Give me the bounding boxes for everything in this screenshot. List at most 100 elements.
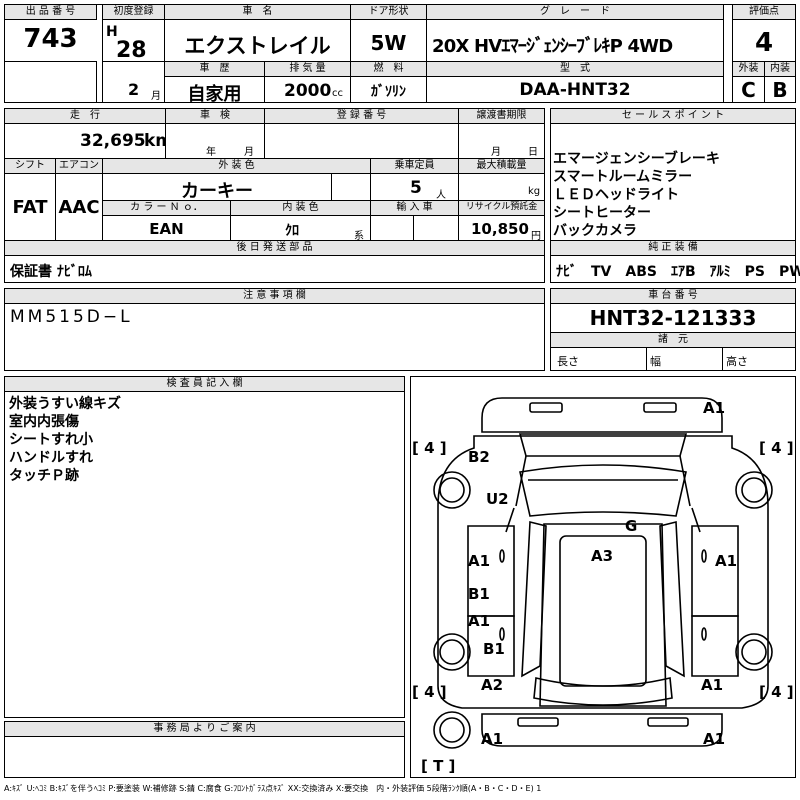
first-reg-month: 2 [128, 80, 140, 99]
interior-cell [764, 76, 796, 103]
max-load-cell [458, 173, 545, 201]
sales-point-item: ＬＥＤヘッドライト [553, 187, 679, 203]
grade-label: グ レ ー ド [426, 4, 724, 20]
fuel: ｶﾞｿﾘﾝ [371, 84, 406, 100]
damage-left-rear-door-lower: A1 [468, 612, 491, 630]
kei-unit: 系 [354, 231, 364, 242]
inspector-notes-list: 外装うすい線キズ 室内内張傷 シートすれ小 ハンドルすれ タッチＰ跡 [9, 395, 121, 485]
color-no-label: カ ラ ー Ｎ ｏ． [102, 200, 231, 216]
color-no: EAN [149, 220, 184, 238]
kg-unit: kg [528, 186, 541, 197]
lot-no-label: 出 品 番 号 [4, 4, 97, 20]
ext-color: カーキー [181, 181, 253, 202]
fuel-cell [350, 76, 427, 103]
width-cell [646, 347, 723, 371]
later-parts: 保証書 ﾅﾋﾞﾛﾑ [10, 264, 92, 280]
transfer-cell [458, 123, 545, 159]
rating: 4 [754, 28, 774, 58]
mileage: 32,695 [80, 131, 146, 151]
aircon: AAC [58, 197, 100, 218]
model-type-label: 型 式 [426, 61, 724, 77]
era: H [106, 24, 118, 40]
history-label: 車 歴 [164, 61, 265, 77]
damage-left-rear-quarter: A2 [481, 676, 504, 694]
notes-label: 注 意 事 項 欄 [4, 288, 545, 304]
notes-box [4, 303, 545, 371]
int-color-label: 内 装 色 [230, 200, 371, 216]
lot-no: 743 [23, 24, 78, 54]
import-cell-b [413, 215, 459, 241]
height-label: 高さ [726, 355, 748, 368]
office-box [4, 736, 405, 778]
recycle-cell [458, 215, 545, 241]
shift-label: シフト [4, 158, 56, 174]
inspector-note: 室内内張傷 [9, 414, 79, 430]
model-type-cell [426, 76, 724, 103]
damage-left-rear-door-upper: B1 [468, 585, 490, 603]
car-name-label: 車 名 [164, 4, 351, 20]
mileage-cell [4, 123, 166, 159]
displacement: 2000 [284, 81, 332, 101]
tire-spare: [ T ] [421, 757, 456, 775]
damage-right-rear-quarter: A1 [701, 676, 724, 694]
capacity: 5 [410, 178, 422, 198]
sales-point-item: スマートルームミラー [553, 169, 693, 185]
legend: A:ｷｽﾞ U:ﾍｺﾐ B:ｷｽﾞを伴うﾍｺﾐ P:要塗装 W:補修跡 S:錆 … [4, 784, 542, 793]
exterior-label: 外装 [732, 61, 765, 77]
damage-windshield: G [625, 517, 638, 535]
door: 5W [370, 31, 407, 55]
damage-roof: A3 [591, 547, 614, 565]
inspector-note: 外装うすい線キズ [9, 396, 121, 412]
tire-rear-left-value: 4 [424, 683, 435, 701]
recycle-label: リサイクル預託金 [458, 200, 545, 216]
tire-rear-left: [ 4 ] [412, 683, 447, 701]
car-name: エクストレイル [184, 34, 331, 58]
tire-front-right-value: 4 [771, 439, 782, 457]
first-reg-year: 28 [116, 38, 147, 63]
notes: MM515D−L [10, 307, 133, 327]
transfer-day-unit: 日 [528, 147, 538, 158]
damage-rear-bumper-left: A1 [481, 730, 504, 748]
reg-no-label: 登 録 番 号 [264, 108, 459, 124]
height-cell [722, 347, 796, 371]
rating-label: 評価点 [732, 4, 796, 20]
model-type: DAA-HNT32 [519, 80, 631, 100]
capacity-label: 乗車定員 [370, 158, 459, 174]
shift: FAT [12, 197, 48, 218]
sales-points-label: セ ー ル ス ポ イ ン ト [550, 108, 796, 124]
exterior-grade: C [741, 78, 756, 102]
int-color: ｸﾛ [285, 223, 299, 239]
later-parts-label: 後 日 発 送 部 品 [4, 240, 545, 256]
int-color-cell [230, 215, 371, 241]
inspector-note: ハンドルすれ [9, 450, 93, 466]
aircon-label: エアコン [55, 158, 103, 174]
shift-cell [4, 173, 56, 241]
inspector-box [4, 391, 405, 718]
damage-right-front-door: A1 [715, 552, 738, 570]
transfer-label: 譲渡書期限 [458, 108, 545, 124]
mileage-label: 走 行 [4, 108, 166, 124]
damage-front-bumper: A1 [703, 399, 726, 417]
import-cell-a [370, 215, 414, 241]
sales-point-item: エマージェンシーブレーキ [553, 151, 720, 167]
inspection-year-unit: 年 [206, 147, 216, 158]
specs-label: 諸 元 [550, 332, 796, 348]
import-label: 輸 入 車 [370, 200, 459, 216]
damage-left-front-door: A1 [468, 552, 491, 570]
transfer-month-unit: 月 [491, 147, 501, 158]
cc-unit: cc [332, 88, 343, 99]
ext-color-label: 外 装 色 [102, 158, 371, 174]
yen-unit: 円 [531, 231, 541, 242]
ext-color-sub [331, 173, 371, 201]
chassis-no: HNT32-121333 [589, 306, 757, 330]
recycle: 10,850 [471, 220, 529, 238]
damage-left-rear-fender: B1 [483, 640, 505, 658]
tire-front-left-value: 4 [424, 439, 435, 457]
displacement-label: 排 気 量 [264, 61, 351, 77]
damage-hood: U2 [486, 490, 509, 508]
inspector-label: 検 査 員 記 入 欄 [4, 376, 405, 392]
genuine-equipment: ﾅﾋﾞ TV ABS ｴｱB ｱﾙﾐ PS PW [556, 264, 800, 280]
damage-front-left-fender: B2 [468, 448, 490, 466]
genuine-cell [550, 255, 796, 283]
tire-rear-right: [ 4 ] [759, 683, 794, 701]
